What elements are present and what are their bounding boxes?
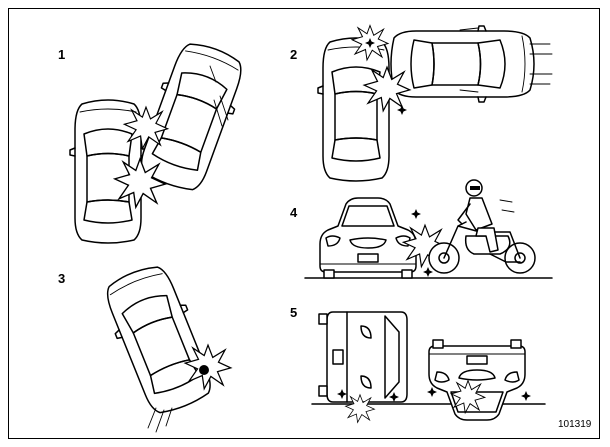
scenario-4-drawing xyxy=(304,179,553,279)
scenario-1-drawing xyxy=(69,35,253,244)
scenario-label-2: 2 xyxy=(290,47,298,62)
scenario-3-drawing xyxy=(95,258,232,433)
scenario-2-drawing xyxy=(317,25,553,182)
scenario-label-5: 5 xyxy=(290,305,298,320)
scenario-label-4: 4 xyxy=(290,205,298,220)
scenario-label-3: 3 xyxy=(58,271,66,286)
scenario-label-1: 1 xyxy=(58,47,66,62)
scenario-5-drawing xyxy=(311,311,546,423)
figure-code: 101319 xyxy=(558,419,592,430)
